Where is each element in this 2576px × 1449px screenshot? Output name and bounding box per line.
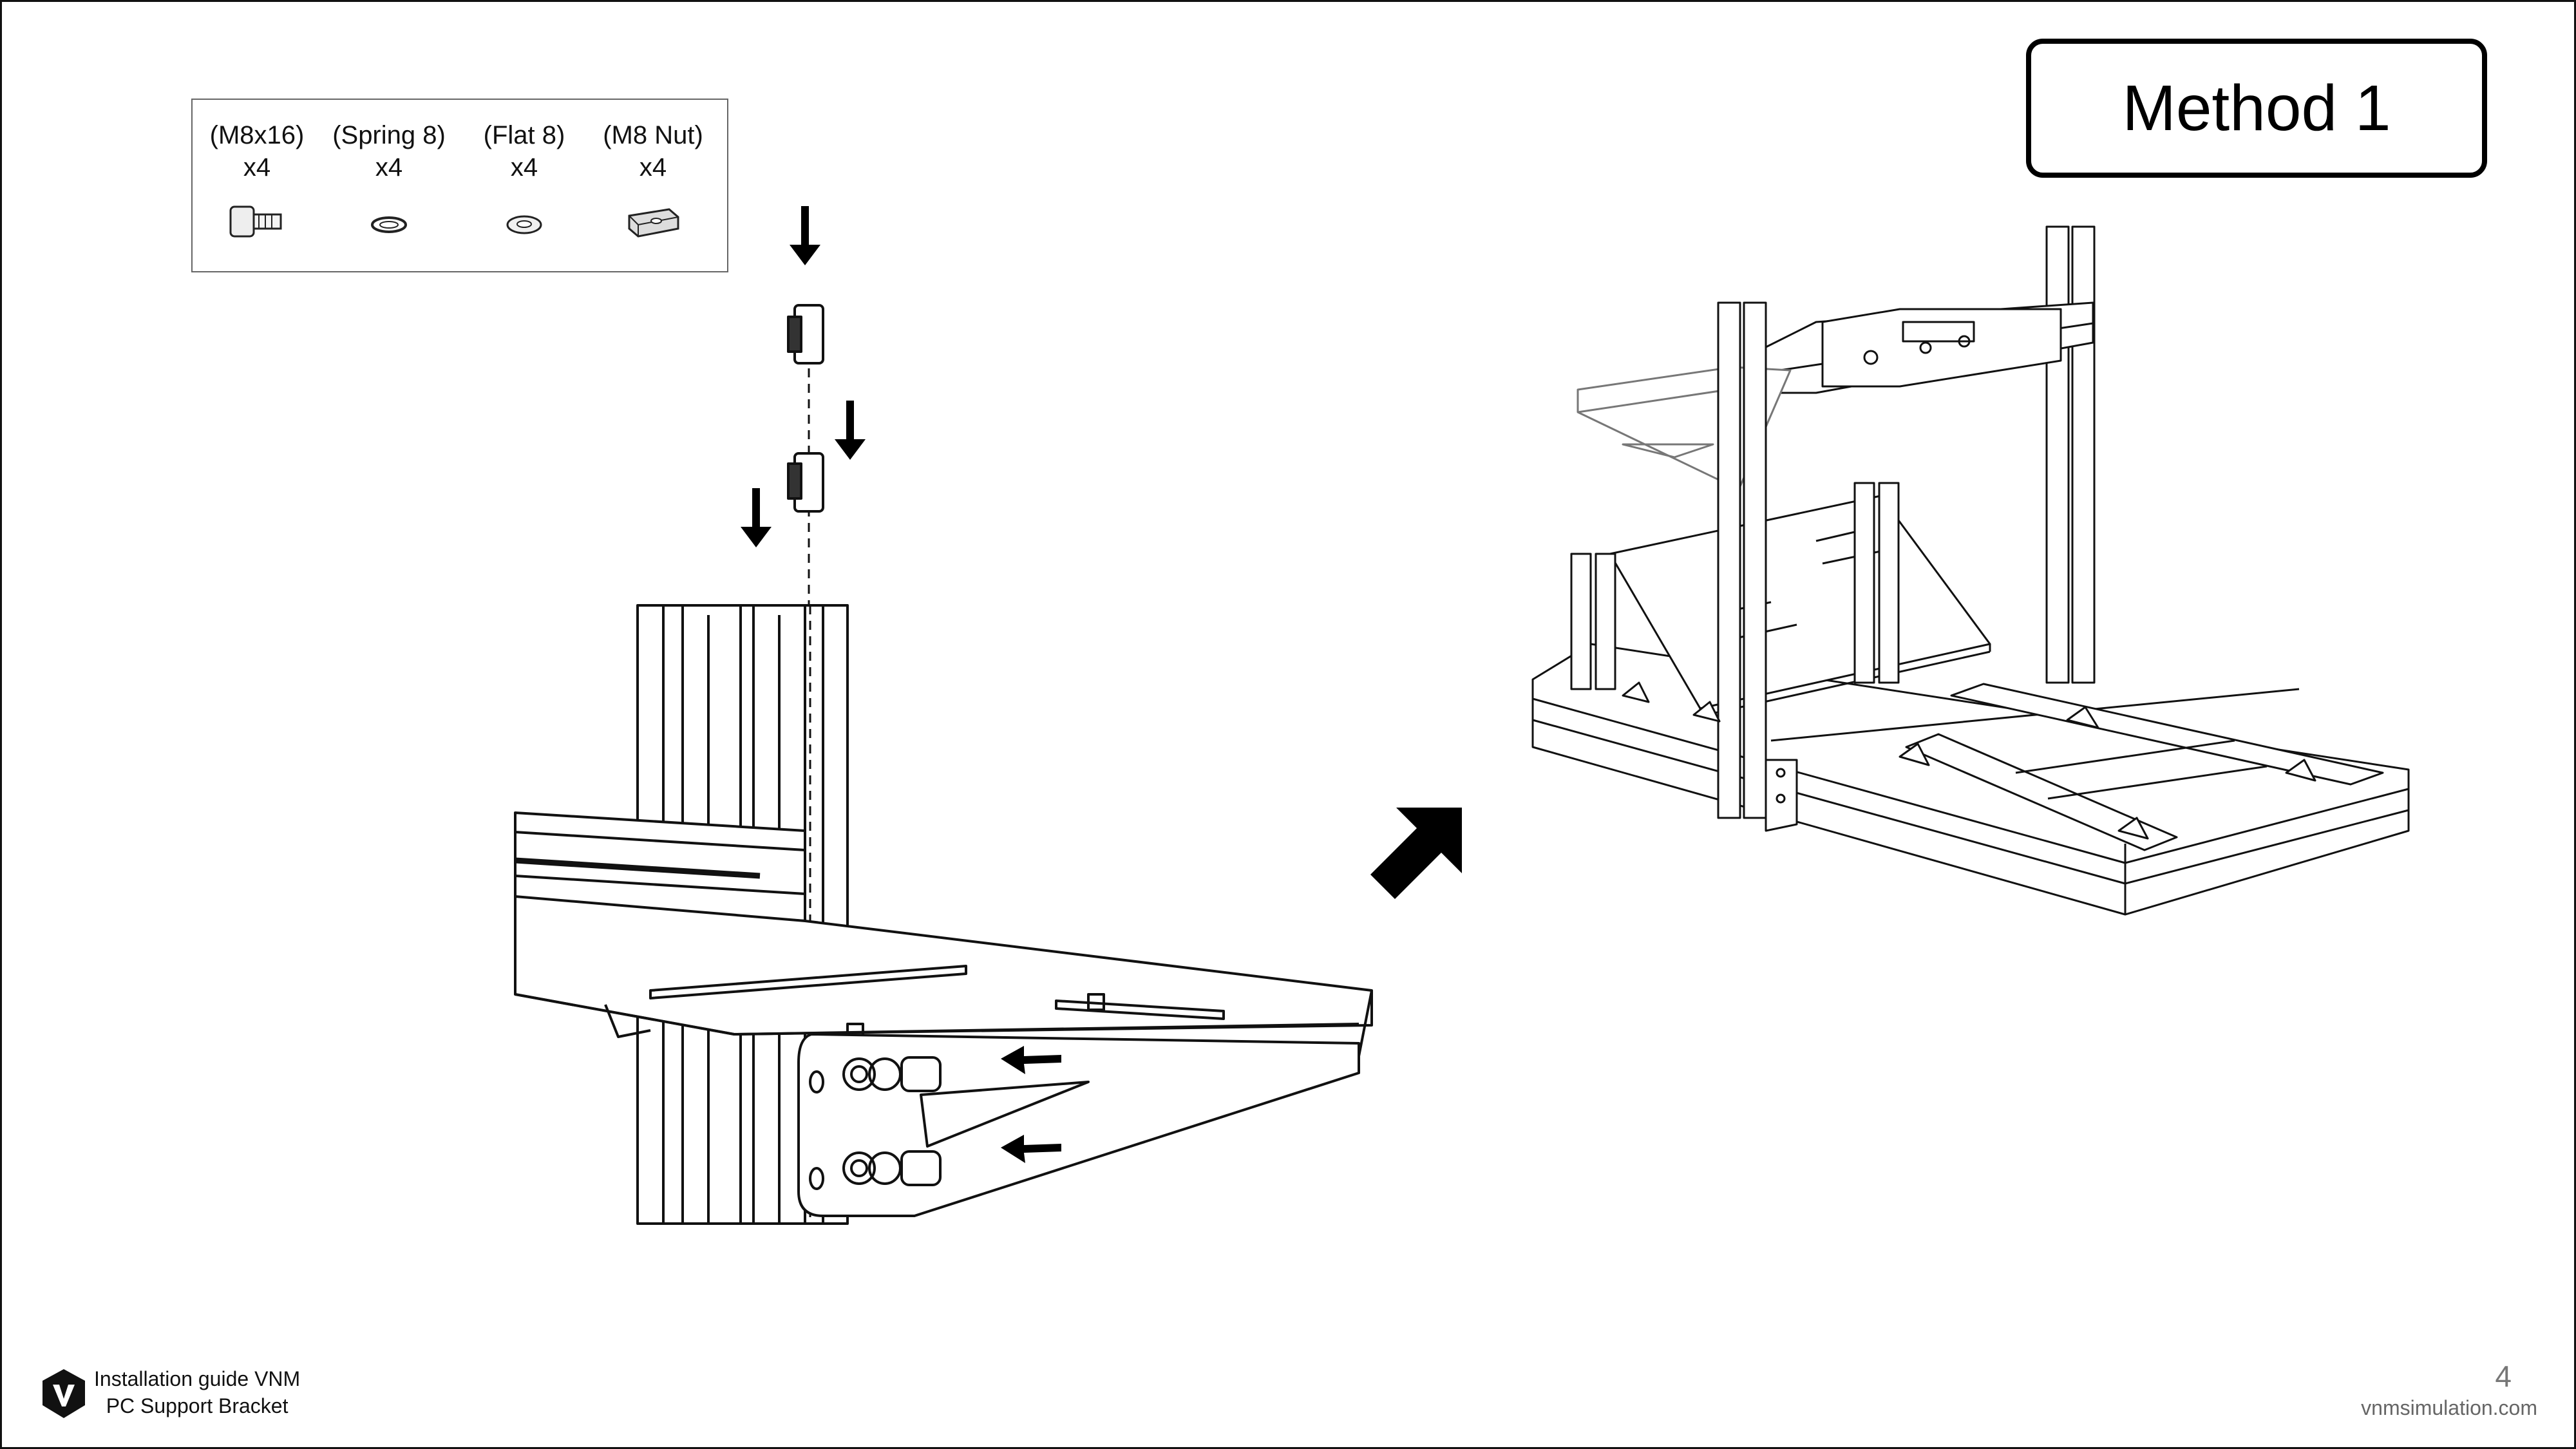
part-qty: x4	[243, 153, 271, 182]
footer-guide-line2: PC Support Bracket	[106, 1394, 289, 1417]
vnm-logo-icon	[43, 1369, 85, 1418]
part-m8x16: (M8x16) x4	[193, 119, 321, 242]
rig-overview	[1531, 225, 2410, 916]
flat-washer-icon	[506, 215, 542, 234]
part-name: (M8 Nut)	[603, 121, 703, 149]
part-name: (Flat 8)	[483, 121, 565, 149]
t-nut-icon	[628, 208, 679, 238]
part-qty: x4	[510, 153, 538, 182]
spring-washer-icon	[371, 216, 407, 233]
socket-bolt-icon	[229, 205, 282, 238]
part-name: (Spring 8)	[332, 121, 446, 149]
part-spring-8: (Spring 8) x4	[325, 119, 453, 242]
method-title: Method 1	[2122, 72, 2391, 144]
bracket-detail	[797, 1033, 1360, 1217]
page-number: 4	[2495, 1359, 2512, 1393]
footer-guide-line1: Installation guide VNM	[94, 1367, 301, 1390]
part-name: (M8x16)	[209, 121, 305, 149]
part-m8-nut: (M8 Nut) x4	[589, 119, 717, 242]
t-nuts-detail	[787, 304, 824, 605]
method-title-box: Method 1	[2026, 39, 2487, 178]
parts-list-box: (M8x16) x4 (Spring 8) x4 (Flat 8) x4 (M8…	[191, 99, 728, 272]
website-url: vnmsimulation.com	[2361, 1396, 2537, 1419]
horizontal-profile-detail	[514, 811, 806, 922]
part-qty: x4	[639, 153, 667, 182]
part-flat-8: (Flat 8) x4	[460, 119, 589, 242]
direction-arrows	[741, 206, 1462, 1163]
part-qty: x4	[375, 153, 403, 182]
pc-tray-plate-detail	[514, 895, 1373, 1057]
footer-guide-title: Installation guide VNM PC Support Bracke…	[94, 1365, 300, 1419]
